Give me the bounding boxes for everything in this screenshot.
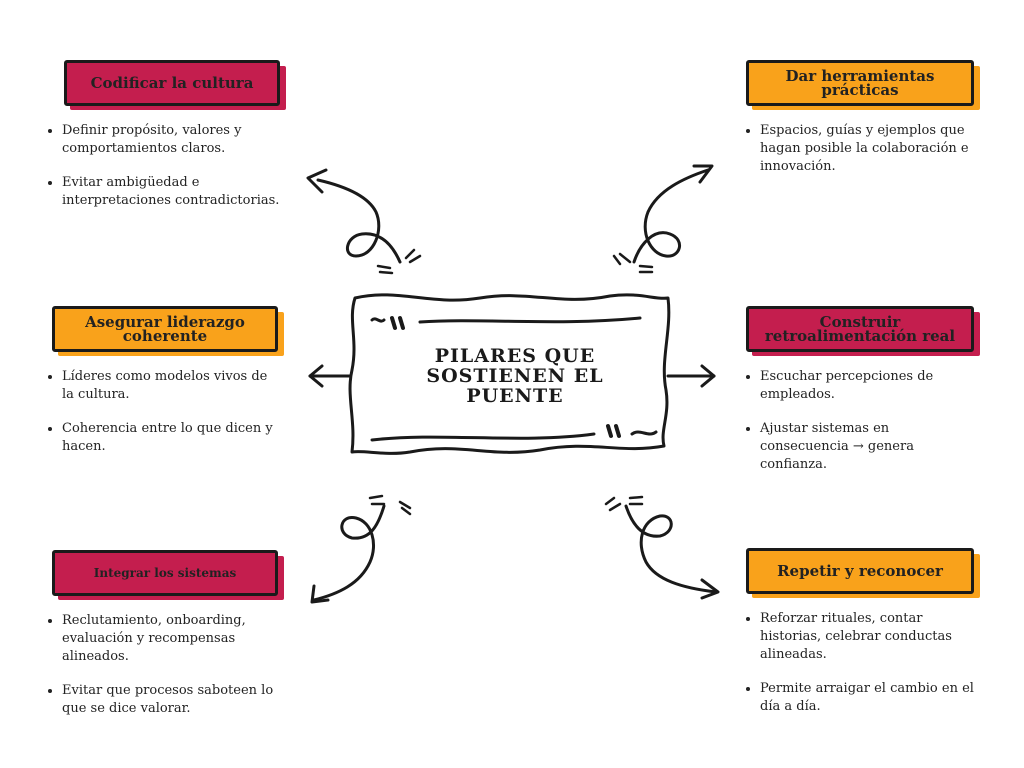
pillar-items: Reforzar rituales, contar historias, cel… (742, 610, 974, 716)
pillar-liderazgo-coherente: Asegurar liderazgo coherente Líderes com… (52, 306, 284, 472)
arrow-top-right-head (692, 164, 714, 184)
arrow-top-right (632, 168, 710, 264)
pillar-codificar-cultura: Codificar la cultura Definir propósito, … (62, 60, 286, 226)
arrow-bottom-left (312, 504, 386, 602)
pillar-tag: Asegurar liderazgo coherente (52, 306, 284, 356)
frame-dash-top (418, 316, 642, 324)
pillar-items: Líderes como modelos vivos de la cultura… (44, 368, 278, 456)
spark-top-left (376, 248, 422, 275)
frame-dash-top-left (370, 317, 386, 323)
pillar-title: Dar herramientas prácticas (746, 60, 974, 106)
arrow-top-left (316, 178, 402, 264)
frame-dash-bottom-right (630, 430, 658, 436)
arrow-right-head (700, 364, 716, 388)
pillar-tag: Repetir y reconocer (746, 548, 980, 598)
pillar-items: Espacios, guías y ejemplos que hagan pos… (742, 122, 974, 176)
list-item: Reforzar rituales, contar historias, cel… (760, 610, 974, 664)
pillar-tag: Codificar la cultura (64, 60, 286, 110)
pillar-title: Codificar la cultura (64, 60, 280, 106)
list-item: Espacios, guías y ejemplos que hagan pos… (760, 122, 974, 176)
pillar-tag: Construir retroalimentación real (746, 306, 980, 356)
pillar-items: Escuchar percepciones de empleados. Ajus… (742, 368, 974, 474)
arrow-bottom-left-head (310, 584, 330, 604)
pillar-retroalimentacion-real: Construir retroalimentación real Escucha… (746, 306, 980, 490)
pillar-title: Repetir y reconocer (746, 548, 974, 594)
spark-bottom-left (368, 494, 412, 516)
list-item: Evitar ambigüedad e interpretaciones con… (62, 174, 280, 210)
pillar-herramientas-practicas: Dar herramientas prácticas Espacios, guí… (746, 60, 980, 192)
center-frame (348, 293, 671, 455)
list-item: Definir propósito, valores y comportamie… (62, 122, 280, 158)
pillar-items: Definir propósito, valores y comportamie… (44, 122, 280, 210)
pillar-title: Asegurar liderazgo coherente (52, 306, 278, 352)
pillar-title: Integrar los sistemas (52, 550, 278, 596)
pillar-tag: Integrar los sistemas (52, 550, 284, 600)
frame-dash-bottom (370, 432, 596, 442)
arrow-left-head (308, 364, 324, 388)
list-item: Líderes como modelos vivos de la cultura… (62, 368, 278, 404)
pillar-integrar-sistemas: Integrar los sistemas Reclutamiento, onb… (52, 550, 284, 734)
arrow-top-left-head (306, 168, 328, 194)
pillar-items: Reclutamiento, onboarding, evaluación y … (44, 612, 278, 718)
arrow-bottom-right-head (700, 578, 720, 600)
quote-mark-top (390, 316, 405, 330)
pillar-tag: Dar herramientas prácticas (746, 60, 980, 110)
quote-mark-bottom (606, 424, 621, 438)
spark-bottom-right (604, 495, 644, 512)
list-item: Evitar que procesos saboteen lo que se d… (62, 682, 278, 718)
list-item: Reclutamiento, onboarding, evaluación y … (62, 612, 278, 666)
list-item: Escuchar percepciones de empleados. (760, 368, 974, 404)
list-item: Coherencia entre lo que dicen y hacen. (62, 420, 278, 456)
center-title: PILARES QUE SOSTIENEN EL PUENTE (426, 345, 604, 407)
arrow-bottom-right (624, 504, 718, 594)
pillar-repetir-reconocer: Repetir y reconocer Reforzar rituales, c… (746, 548, 980, 732)
pillar-title: Construir retroalimentación real (746, 306, 974, 352)
list-item: Ajustar sistemas en consecuencia → gener… (760, 420, 974, 474)
list-item: Permite arraigar el cambio en el día a d… (760, 680, 974, 716)
spark-top-right (612, 252, 654, 274)
